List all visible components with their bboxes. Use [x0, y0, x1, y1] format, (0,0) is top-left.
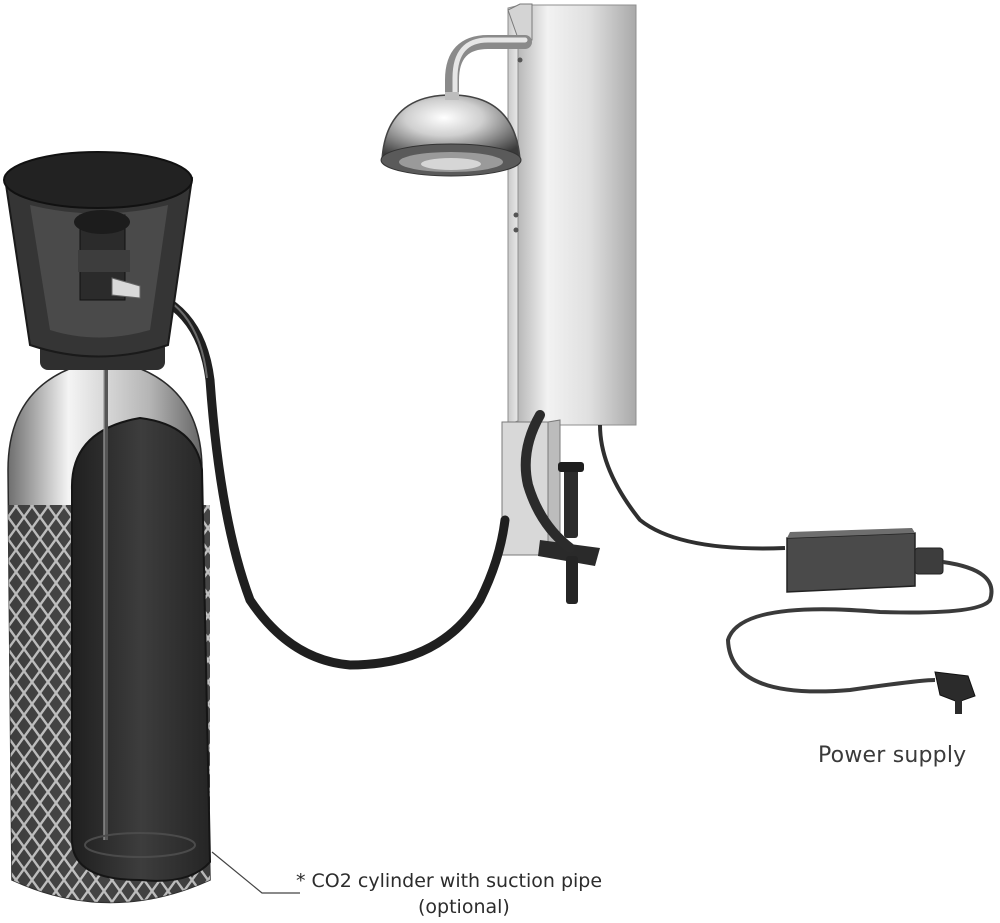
dispenser-unit: [501, 3, 637, 556]
dispenser-front-panel: [517, 4, 637, 426]
screw: [513, 212, 519, 218]
cylinder-valve: [74, 210, 141, 301]
co2-cylinder: [3, 151, 212, 904]
power-supply-label: Power supply: [818, 743, 967, 768]
bottom-valve: [538, 462, 600, 604]
mains-plug: [934, 671, 976, 714]
power-adapter: [786, 528, 944, 593]
power-cable-to-adapter: [598, 424, 786, 551]
screw: [517, 57, 523, 63]
dispenser-dome-head: [380, 92, 522, 177]
mains-cable: [725, 560, 994, 694]
cylinder-label-optional: (optional): [418, 896, 510, 918]
screw: [513, 227, 519, 233]
cylinder-leader-line: [211, 851, 300, 894]
cylinder-bottom: [84, 832, 196, 858]
co2-hose: [125, 283, 510, 670]
internal-hose: [520, 410, 575, 553]
cylinder-cutaway: [70, 416, 212, 882]
cylinder-label: * CO2 cylinder with suction pipe: [296, 870, 603, 892]
gooseneck-pipe-highlight: [452, 37, 528, 111]
